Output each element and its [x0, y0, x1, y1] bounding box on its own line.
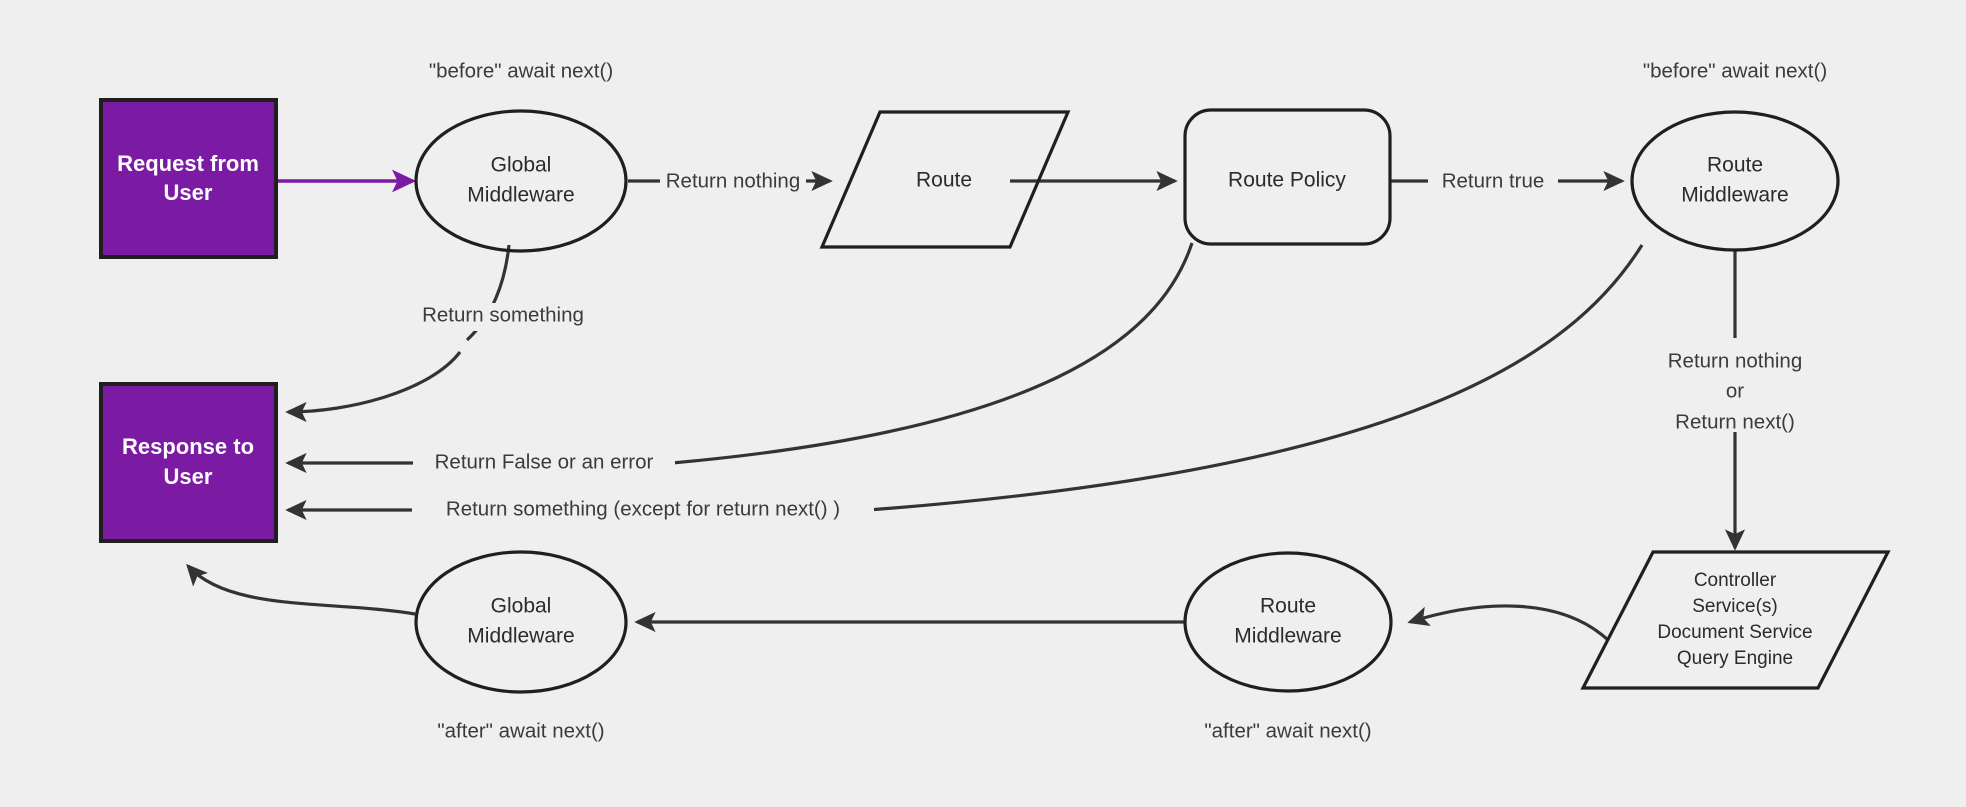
label-return-something-global: Return something [408, 303, 598, 331]
route-policy-label: Route Policy [1228, 169, 1346, 192]
return-false-or-error-text: Return False or an error [435, 450, 654, 473]
annotation-before-global-middleware: "before" await next() [429, 59, 613, 82]
edge-controller-to-route-middleware-after [1407, 604, 1610, 642]
node-global-middleware-after[interactable]: Global Middleware [414, 550, 628, 694]
annotation-before-route-middleware: "before" await next() [1643, 59, 1827, 82]
edge-route-middleware-to-response [285, 244, 1644, 521]
node-response-to-user[interactable]: Response to User [99, 382, 278, 543]
label-return-nothing: Return nothing [660, 168, 806, 194]
node-route-middleware-after[interactable]: Route Middleware [1183, 551, 1393, 693]
return-nothing-or-next-line1: Return nothing [1668, 349, 1802, 372]
node-route-policy[interactable]: Route Policy [1183, 108, 1392, 246]
global-middleware-before-label-line2: Middleware [467, 184, 574, 207]
global-middleware-after-ellipse[interactable] [414, 550, 628, 694]
annotation-after-global-middleware: "after" await next() [437, 719, 604, 742]
response-label-line1: Response to [122, 434, 254, 459]
route-policy-box[interactable] [1183, 108, 1392, 246]
node-global-middleware-before[interactable]: Global Middleware [414, 109, 628, 253]
route-middleware-after-ellipse[interactable] [1183, 551, 1393, 693]
return-nothing-text: Return nothing [666, 169, 800, 192]
return-something-global-text: Return something [422, 303, 584, 326]
controller-label-line3: Document Service [1657, 622, 1812, 643]
return-nothing-or-next-line3: Return next() [1675, 410, 1795, 433]
global-middleware-before-ellipse[interactable] [414, 109, 628, 253]
node-request-from-user[interactable]: Request from User [99, 98, 278, 259]
controller-label-line4: Query Engine [1677, 648, 1793, 669]
label-return-true: Return true [1428, 168, 1558, 194]
node-route-middleware-before[interactable]: Route Middleware [1630, 110, 1840, 252]
label-return-nothing-or-next: Return nothing or Return next() [1645, 346, 1827, 433]
response-label-line2: User [164, 464, 213, 489]
request-label-line1: Request from [117, 151, 259, 176]
edge-global-middleware-after-to-response [186, 563, 416, 616]
annotation-after-route-middleware: "after" await next() [1204, 719, 1371, 742]
edge-route-policy-to-response [285, 242, 1194, 474]
global-middleware-after-label-line1: Global [491, 595, 552, 618]
route-label: Route [916, 169, 972, 192]
route-middleware-after-label-line2: Middleware [1234, 625, 1341, 648]
request-label-line2: User [164, 180, 213, 205]
node-controller-services[interactable]: Controller Service(s) Document Service Q… [1580, 550, 1891, 690]
label-return-something-except: Return something (except for return next… [412, 497, 874, 525]
controller-parallelogram[interactable] [1580, 550, 1891, 690]
edge-global-middleware-to-response [285, 244, 511, 423]
response-box[interactable] [99, 382, 278, 543]
node-route[interactable]: Route [819, 110, 1071, 249]
route-middleware-after-label-line1: Route [1260, 595, 1316, 618]
return-true-text: Return true [1442, 169, 1545, 192]
return-nothing-or-next-line2: or [1726, 379, 1744, 402]
route-parallelogram[interactable] [819, 110, 1071, 249]
return-something-except-text: Return something (except for return next… [446, 497, 840, 520]
route-middleware-before-label-line1: Route [1707, 154, 1763, 177]
route-middleware-before-ellipse[interactable] [1630, 110, 1840, 252]
label-return-false-or-error: Return False or an error [413, 450, 675, 478]
controller-label-line1: Controller [1694, 570, 1777, 591]
route-middleware-before-label-line2: Middleware [1681, 184, 1788, 207]
request-box[interactable] [99, 98, 278, 259]
global-middleware-before-label-line1: Global [491, 154, 552, 177]
global-middleware-after-label-line2: Middleware [467, 625, 574, 648]
controller-label-line2: Service(s) [1692, 596, 1778, 617]
